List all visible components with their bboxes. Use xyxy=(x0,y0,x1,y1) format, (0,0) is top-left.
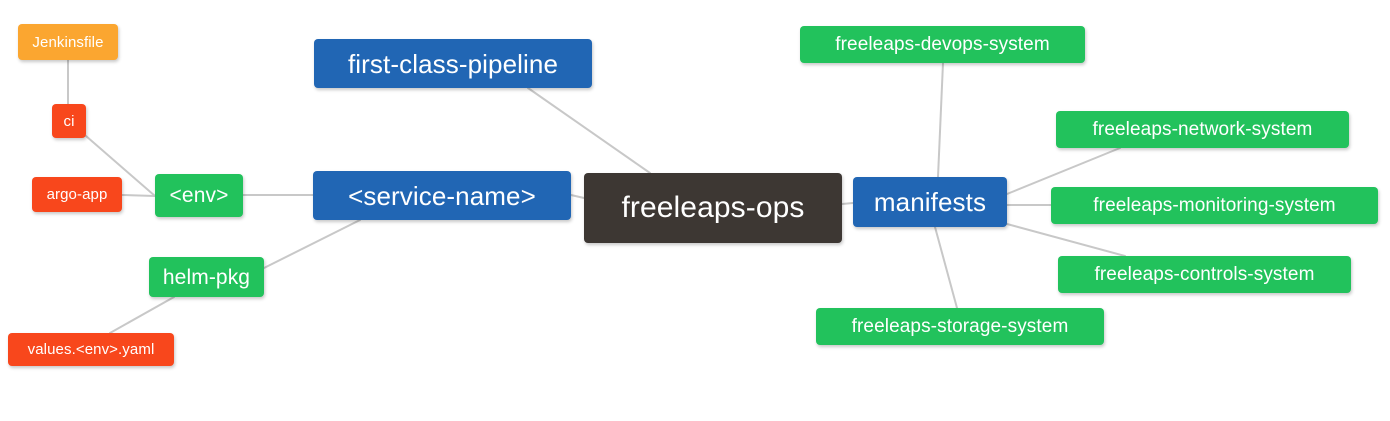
node-monitoring-system[interactable]: freeleaps-monitoring-system xyxy=(1051,187,1378,224)
node-label: helm-pkg xyxy=(162,265,251,289)
node-first-class-pipeline[interactable]: first-class-pipeline xyxy=(314,39,592,88)
node-label: <service-name> xyxy=(348,180,536,211)
edge-manifests-to-devops-system xyxy=(937,62,944,178)
node-values-yaml[interactable]: values.<env>.yaml xyxy=(8,333,174,366)
node-storage-system[interactable]: freeleaps-storage-system xyxy=(816,308,1104,345)
node-controls-system[interactable]: freeleaps-controls-system xyxy=(1058,256,1351,293)
node-jenkinsfile[interactable]: Jenkinsfile xyxy=(18,24,118,60)
edge-service-name-to-freeleaps-ops xyxy=(570,194,585,199)
node-label: first-class-pipeline xyxy=(347,48,559,79)
node-label: Jenkinsfile xyxy=(32,33,104,51)
edge-manifests-to-controls-system xyxy=(1006,223,1126,257)
edge-helm-pkg-to-values-yaml xyxy=(109,296,175,334)
node-label: freeleaps-controls-system xyxy=(1094,264,1315,285)
node-label: freeleaps-storage-system xyxy=(851,316,1069,337)
node-helm-pkg[interactable]: helm-pkg xyxy=(149,257,264,297)
node-freeleaps-ops[interactable]: freeleaps-ops xyxy=(584,173,842,243)
edge-argo-app-to-env xyxy=(121,194,156,197)
node-label: ci xyxy=(63,112,75,130)
node-label: argo-app xyxy=(46,186,108,203)
node-label: freeleaps-ops xyxy=(621,191,805,224)
node-service-name[interactable]: <service-name> xyxy=(313,171,571,220)
node-label: manifests xyxy=(873,187,987,217)
node-network-system[interactable]: freeleaps-network-system xyxy=(1056,111,1349,148)
node-ci[interactable]: ci xyxy=(52,104,86,138)
node-manifests[interactable]: manifests xyxy=(853,177,1007,227)
node-argo-app[interactable]: argo-app xyxy=(32,177,122,212)
node-label: <env> xyxy=(169,184,229,207)
node-label: freeleaps-network-system xyxy=(1092,119,1313,140)
edge-first-class-pipeline-to-freeleaps-ops xyxy=(527,87,651,174)
edge-service-name-to-helm-pkg xyxy=(263,219,361,269)
node-label: freeleaps-monitoring-system xyxy=(1093,195,1336,216)
edge-freeleaps-ops-to-manifests xyxy=(841,202,854,205)
node-label: freeleaps-devops-system xyxy=(835,34,1050,55)
edge-manifests-to-storage-system xyxy=(934,226,958,309)
node-devops-system[interactable]: freeleaps-devops-system xyxy=(800,26,1085,63)
node-label: values.<env>.yaml xyxy=(27,341,155,358)
node-env[interactable]: <env> xyxy=(155,174,243,217)
